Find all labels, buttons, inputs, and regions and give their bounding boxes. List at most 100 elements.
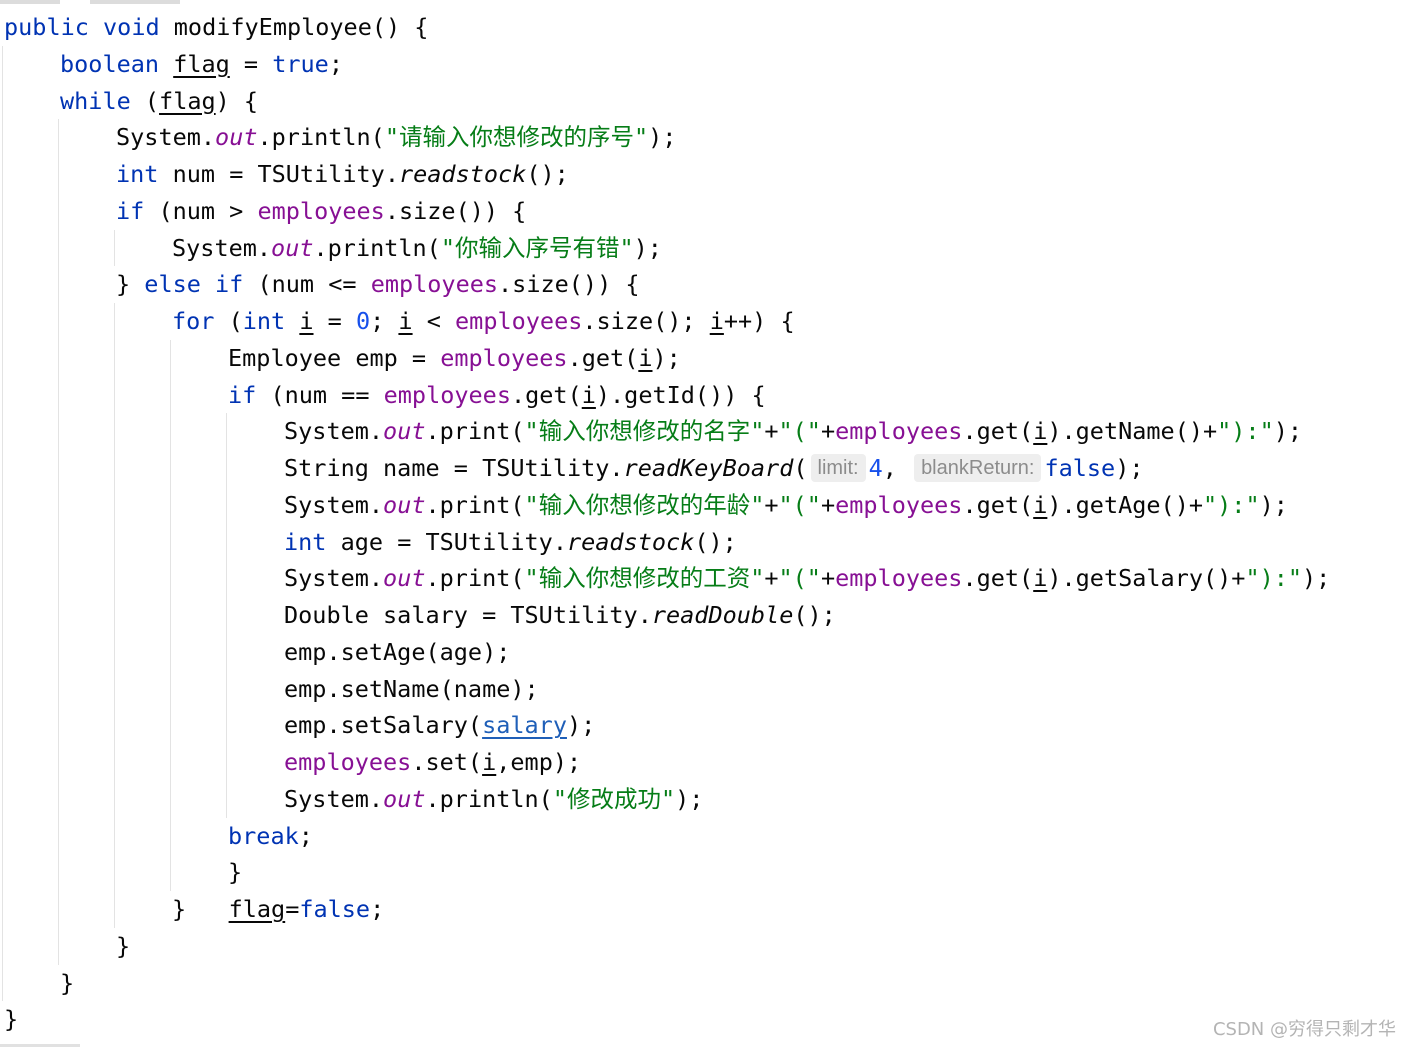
code-token: < [412, 307, 456, 335]
code-line[interactable]: System.out.print("输入你想修改的工资"+"("+employe… [0, 560, 1410, 597]
indent-guide [170, 633, 171, 671]
code-token: employees [835, 490, 963, 519]
code-token: (); [694, 527, 737, 556]
code-line-content: int age = TSUtility.readstock(); [284, 524, 737, 561]
code-token: int [242, 307, 286, 335]
code-token: out [271, 233, 314, 262]
code-token: ).getAge()+ [1047, 490, 1203, 519]
code-token: "修改成功" [552, 784, 676, 813]
indent-guide [114, 376, 115, 414]
code-token: ); [633, 233, 662, 262]
code-editor[interactable]: public void modifyEmployee() {boolean fl… [0, 9, 1410, 1038]
indent-guide [2, 192, 3, 230]
code-line[interactable]: for (int i = 0; i < employees.size(); i+… [0, 303, 1410, 340]
code-token: "(" [778, 417, 821, 446]
code-line[interactable]: Employee emp = employees.get(i); [0, 339, 1410, 377]
indent-guide [170, 339, 171, 377]
code-line[interactable]: } [0, 964, 1410, 1002]
code-line[interactable]: break; [0, 817, 1410, 855]
indent-guide [2, 817, 3, 855]
indent-guide [114, 707, 115, 744]
code-token: out [383, 564, 426, 593]
code-line[interactable]: System.out.println("请输入你想修改的序号"); [0, 119, 1410, 156]
code-token: .print( [425, 564, 525, 593]
indent-guide [58, 854, 59, 891]
watermark: CSDN @穷得只剩才华 [1212, 1019, 1396, 1040]
code-line[interactable]: System.out.print("输入你想修改的年龄"+"("+employe… [0, 486, 1410, 524]
indent-guide [114, 744, 115, 781]
code-line[interactable]: } else if (num <= employees.size()) { [0, 266, 1410, 303]
code-line[interactable]: System.out.println("修改成功"); [0, 780, 1410, 818]
code-token: break [228, 821, 299, 850]
code-line[interactable]: System.out.println("你输入序号有错"); [0, 229, 1410, 267]
parameter-hint: limit: [810, 454, 866, 482]
code-line-content: emp.setSalary(salary); [284, 707, 595, 744]
code-line[interactable]: public void modifyEmployee() { [0, 9, 1410, 46]
code-line[interactable]: String name = TSUtility.readKeyBoard(lim… [0, 450, 1410, 487]
code-token: if [116, 196, 145, 225]
indent-guide [226, 633, 227, 671]
code-line[interactable]: } flag=false; [0, 891, 1410, 928]
code-token: Double salary = TSUtility. [284, 601, 652, 629]
indent-guide [170, 486, 171, 524]
indent-guide [2, 964, 3, 1002]
code-token: i [299, 307, 314, 335]
indent-guide [2, 82, 3, 120]
code-line-content: if (num == employees.get(i).getId()) { [228, 377, 766, 414]
indent-guide [58, 670, 59, 708]
indent-guide [114, 854, 115, 891]
indent-guide [114, 817, 115, 855]
code-line-content: System.out.println("修改成功"); [284, 781, 703, 818]
code-line[interactable]: emp.setSalary(salary); [0, 707, 1410, 744]
cropped-text-fragment [0, 0, 300, 4]
indent-guide [58, 413, 59, 450]
code-token: ; [298, 821, 313, 850]
code-line[interactable]: while (flag) { [0, 82, 1410, 120]
code-token: + [820, 490, 836, 519]
code-token: .get( [567, 343, 639, 372]
indent-guide [170, 376, 171, 414]
code-token: ) { [215, 86, 259, 115]
indent-guide [114, 633, 115, 671]
code-line[interactable]: emp.setAge(age); [0, 633, 1410, 671]
indent-guide [58, 633, 59, 671]
code-line[interactable]: int num = TSUtility.readstock(); [0, 156, 1410, 193]
code-token: System. [116, 123, 216, 152]
code-line[interactable]: boolean flag = true; [0, 45, 1410, 83]
code-line[interactable]: employees.set(i,emp); [0, 744, 1410, 781]
code-line[interactable]: } [0, 1001, 1410, 1038]
code-token: public void [4, 13, 174, 41]
code-line-content: Double salary = TSUtility.readDouble(); [284, 597, 836, 634]
indent-guide [114, 560, 115, 597]
code-token: System. [284, 417, 384, 446]
code-token: "输入你想修改的名字" [524, 417, 765, 446]
code-token: (num > [144, 196, 258, 225]
code-line[interactable]: emp.setName(name); [0, 670, 1410, 708]
code-line-content: System.out.print("输入你想修改的年龄"+"("+employe… [284, 487, 1288, 524]
code-token: flag [173, 49, 230, 78]
code-token: out [383, 490, 426, 519]
indent-guide [58, 707, 59, 744]
code-line[interactable]: } [0, 927, 1410, 965]
code-line[interactable]: System.out.print("输入你想修改的名字"+"("+employe… [0, 413, 1410, 450]
code-token: readDouble [651, 601, 794, 629]
code-token: "(" [778, 564, 821, 593]
code-line[interactable]: int age = TSUtility.readstock(); [0, 523, 1410, 561]
code-token: "输入你想修改的年龄" [524, 490, 765, 519]
code-line[interactable]: if (num > employees.size()) { [0, 192, 1410, 230]
indent-guide [2, 119, 3, 156]
indent-guide [170, 413, 171, 450]
indent-guide [2, 780, 3, 818]
code-line[interactable]: } [0, 854, 1410, 891]
code-token: readstock [398, 160, 527, 188]
code-line[interactable]: Double salary = TSUtility.readDouble(); [0, 597, 1410, 634]
indent-guide [114, 229, 115, 267]
code-token: + [820, 564, 836, 593]
code-line[interactable]: if (num == employees.get(i).getId()) { [0, 376, 1410, 414]
indent-guide [58, 780, 59, 818]
code-token: employees [835, 564, 963, 593]
code-token: .set( [411, 748, 483, 776]
code-token: boolean [60, 49, 174, 78]
indent-guide [114, 597, 115, 634]
code-token: } [116, 931, 131, 960]
